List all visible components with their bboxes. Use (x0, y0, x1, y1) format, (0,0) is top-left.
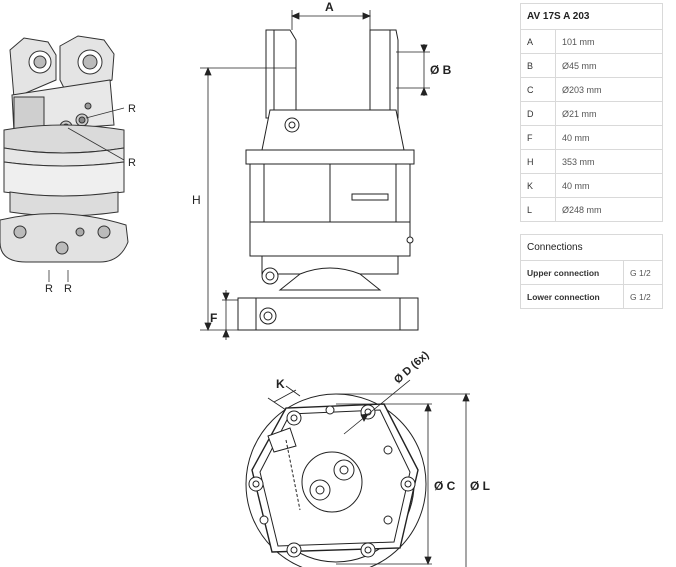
side-view (237, 29, 419, 331)
dim-label-a: A (325, 0, 334, 14)
spec-key: C (520, 77, 556, 102)
spec-key: F (520, 125, 556, 150)
spec-value: 40 mm (555, 173, 663, 198)
spec-key: L (520, 197, 556, 222)
dim-label-d: Ø D (6x) (392, 349, 432, 386)
spec-table-header: AV 17S A 203 (520, 3, 663, 30)
spec-value: 101 mm (555, 29, 663, 54)
dim-label-b: Ø B (430, 63, 452, 77)
connection-key: Upper connection (520, 260, 624, 285)
connection-key: Lower connection (520, 284, 624, 309)
connection-value: G 1/2 (623, 260, 663, 285)
isometric-view (0, 35, 129, 263)
spec-value: Ø21 mm (555, 101, 663, 126)
spec-key: B (520, 53, 556, 78)
connections-table-header: Connections (520, 234, 663, 261)
side-dimensions (200, 10, 430, 340)
port-label-r-3: R (45, 283, 53, 295)
port-label-r-1: R (128, 103, 136, 115)
spec-key: D (520, 101, 556, 126)
isometric-leaders (48, 107, 125, 282)
spec-title: AV 17S A 203 (520, 3, 663, 30)
bottom-view (245, 393, 427, 567)
spec-value: 40 mm (555, 125, 663, 150)
port-label-r-4: R (64, 283, 72, 295)
spec-key: H (520, 149, 556, 174)
dim-label-c: Ø C (434, 479, 456, 493)
port-label-r-2: R (128, 157, 136, 169)
connections-title: Connections (520, 234, 663, 261)
spec-key: K (520, 173, 556, 198)
spec-value: Ø203 mm (555, 77, 663, 102)
spec-value: 353 mm (555, 149, 663, 174)
spec-value: Ø248 mm (555, 197, 663, 222)
spec-key: A (520, 29, 556, 54)
connection-value: G 1/2 (623, 284, 663, 309)
bottom-dimensions (267, 379, 470, 567)
dim-label-h: H (192, 193, 201, 207)
spec-value: Ø45 mm (555, 53, 663, 78)
dim-label-f: F (210, 311, 217, 325)
dim-label-k: K (276, 377, 285, 391)
dim-label-l: Ø L (470, 479, 490, 493)
